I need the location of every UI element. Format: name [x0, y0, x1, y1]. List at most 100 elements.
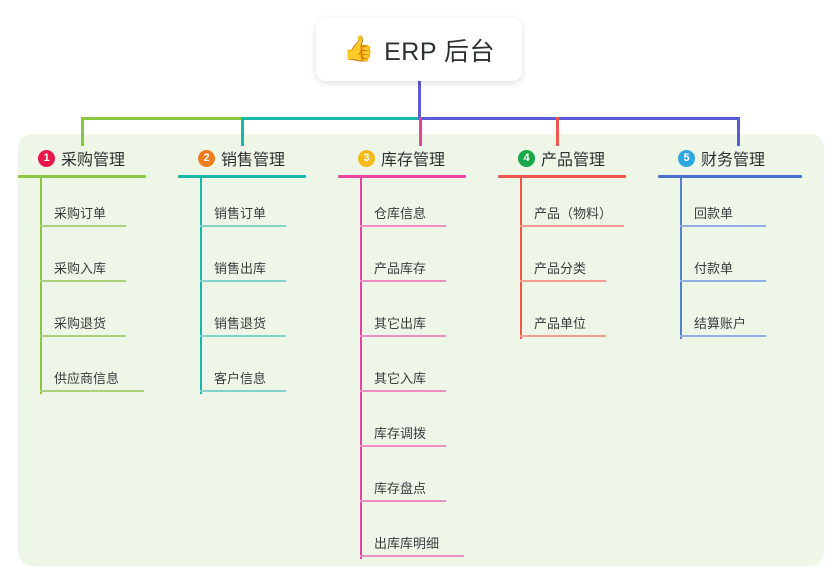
branch-title: 采购管理 [61, 152, 126, 169]
branch-drop-line-3 [419, 117, 422, 146]
leaf-item-underline [40, 335, 126, 337]
leaf-item-label: 其它出库 [374, 316, 427, 331]
leaf-item[interactable]: 其它出库 [338, 288, 488, 343]
root-node[interactable]: 👍 ERP 后台 [316, 18, 522, 81]
leaf-item-underline [200, 390, 286, 392]
branch-number-badge: 4 [518, 149, 535, 167]
leaf-item[interactable]: 付款单 [658, 233, 808, 288]
bus-segment-left [81, 117, 244, 120]
leaf-item[interactable]: 采购订单 [18, 178, 168, 233]
branch-underline [338, 175, 466, 178]
leaf-item[interactable]: 库存盘点 [338, 453, 488, 508]
leaf-item[interactable]: 结算账户 [658, 288, 808, 343]
leaf-item-underline [360, 555, 464, 557]
branch-underline [658, 175, 802, 178]
leaf-item-underline [40, 225, 126, 227]
branch-number-badge: 1 [38, 149, 55, 167]
branch-spine [520, 178, 522, 339]
leaf-item-label: 出库库明细 [374, 536, 440, 551]
leaf-item-label: 采购订单 [54, 206, 107, 221]
leaf-item[interactable]: 产品单位 [498, 288, 648, 343]
leaf-item[interactable]: 仓库信息 [338, 178, 488, 233]
leaf-item-underline [520, 335, 606, 337]
branch-column-2: 2 销售管理销售订单销售出库销售退货客户信息 [178, 146, 328, 398]
leaf-item[interactable]: 其它入库 [338, 343, 488, 398]
leaf-item[interactable]: 供应商信息 [18, 343, 168, 398]
branch-header-1[interactable]: 1 采购管理 [18, 146, 168, 170]
leaf-item-underline [200, 280, 286, 282]
leaf-item[interactable]: 产品库存 [338, 233, 488, 288]
branch-title: 财务管理 [701, 152, 766, 169]
branch-spine [360, 178, 362, 559]
branch-underline [178, 175, 306, 178]
leaf-item[interactable]: 采购入库 [18, 233, 168, 288]
leaf-item-label: 销售出库 [214, 261, 267, 276]
leaf-item[interactable]: 客户信息 [178, 343, 328, 398]
leaf-item-label: 销售退货 [214, 316, 267, 331]
branch-column-5: 5 财务管理回款单付款单结算账户 [658, 146, 808, 343]
leaf-item-underline [520, 280, 606, 282]
leaf-item-label: 采购退货 [54, 316, 107, 331]
branch-header-4[interactable]: 4 产品管理 [498, 146, 648, 170]
branch-item-list: 销售订单销售出库销售退货客户信息 [178, 178, 328, 398]
diagram-panel [18, 134, 824, 566]
leaf-item-underline [680, 335, 766, 337]
branch-header-2[interactable]: 2 销售管理 [178, 146, 328, 170]
leaf-item-label: 库存盘点 [374, 481, 427, 496]
branch-underline [498, 175, 626, 178]
branch-item-list: 采购订单采购入库采购退货供应商信息 [18, 178, 168, 398]
leaf-item-underline [40, 280, 126, 282]
leaf-item-label: 销售订单 [214, 206, 267, 221]
branch-header-5[interactable]: 5 财务管理 [658, 146, 808, 170]
leaf-item-underline [360, 335, 446, 337]
leaf-item[interactable]: 回款单 [658, 178, 808, 233]
leaf-item[interactable]: 产品（物料） [498, 178, 648, 233]
leaf-item-underline [360, 225, 446, 227]
leaf-item-label: 结算账户 [694, 316, 747, 331]
branch-column-4: 4 产品管理产品（物料） 产品分类产品单位 [498, 146, 648, 343]
branch-number-badge: 2 [198, 149, 215, 167]
leaf-item-label: 产品单位 [534, 316, 587, 331]
branch-column-1: 1 采购管理采购订单采购入库采购退货供应商信息 [18, 146, 168, 398]
branch-spine [200, 178, 202, 394]
root-stem-line [418, 81, 421, 120]
leaf-item-label: 产品库存 [374, 261, 427, 276]
leaf-item[interactable]: 销售出库 [178, 233, 328, 288]
branch-drop-line-4 [556, 117, 559, 146]
thumbs-up-icon: 👍 [342, 35, 375, 63]
leaf-item-underline [360, 390, 446, 392]
leaf-item-label: 产品分类 [534, 261, 587, 276]
leaf-item-underline [360, 445, 446, 447]
leaf-item-underline [200, 335, 286, 337]
leaf-item[interactable]: 库存调拨 [338, 398, 488, 453]
branch-number-badge: 5 [678, 149, 695, 167]
leaf-item-label: 仓库信息 [374, 206, 427, 221]
branch-title: 产品管理 [541, 152, 606, 169]
branch-item-list: 仓库信息产品库存其它出库其它入库库存调拨库存盘点出库库明细 [338, 178, 488, 563]
leaf-item-label: 产品（物料） [534, 206, 613, 221]
leaf-item[interactable]: 产品分类 [498, 233, 648, 288]
branch-drop-line-2 [241, 117, 244, 146]
leaf-item-label: 客户信息 [214, 371, 267, 386]
branch-title: 库存管理 [381, 152, 446, 169]
leaf-item-label: 供应商信息 [54, 371, 120, 386]
root-title: ERP 后台 [384, 37, 496, 66]
leaf-item-label: 采购入库 [54, 261, 107, 276]
branch-underline [18, 175, 146, 178]
leaf-item-label: 付款单 [694, 261, 734, 276]
leaf-item[interactable]: 出库库明细 [338, 508, 488, 563]
leaf-item-underline [40, 390, 144, 392]
branch-item-list: 回款单付款单结算账户 [658, 178, 808, 343]
bus-segment-right [418, 117, 740, 120]
leaf-item-underline [200, 225, 286, 227]
leaf-item-underline [680, 225, 766, 227]
leaf-item-underline [520, 225, 624, 227]
leaf-item-label: 库存调拨 [374, 426, 427, 441]
leaf-item[interactable]: 采购退货 [18, 288, 168, 343]
leaf-item[interactable]: 销售退货 [178, 288, 328, 343]
branch-title: 销售管理 [221, 152, 286, 169]
leaf-item[interactable]: 销售订单 [178, 178, 328, 233]
